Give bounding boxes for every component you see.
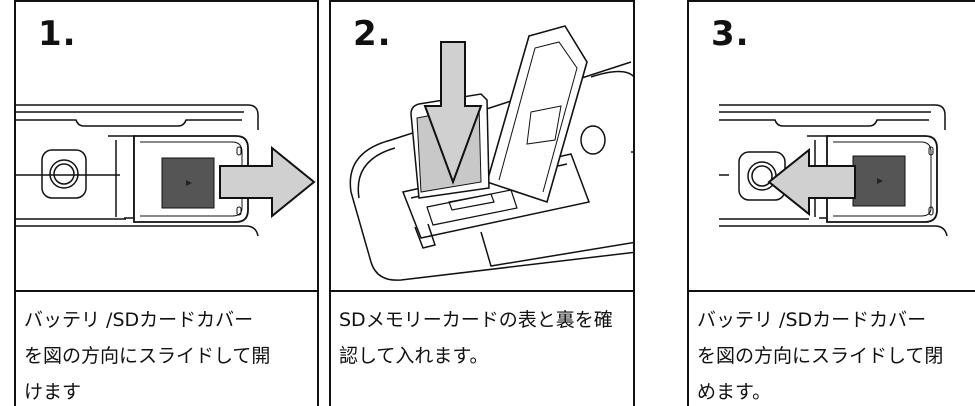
step-panel-3: 3. バッテリ /SDカードカバー を図の方向 [687,0,975,406]
panel-divider [16,290,317,292]
sd-insert-illustration [349,25,633,281]
step-panel-2: 2. [329,0,635,406]
shutter-button-drawing [41,149,87,199]
step-number: 3. [711,14,750,54]
step-caption: SDメモリーカードの表と裏を確 認して入れます。 [339,309,613,367]
arrow-left-icon [767,147,856,217]
cover-open-illustration [16,104,316,237]
battery-cover-drawing [826,135,938,223]
panel-divider [331,290,633,292]
step-caption: バッテリ /SDカードカバー を図の方向にスライドして開 けます [24,309,271,403]
arrow-right-icon [219,145,316,219]
card-slot-drawing [426,189,518,226]
battery-cover-drawing [133,135,249,223]
step-caption: バッテリ /SDカードカバー を図の方向にスライドして閉 めます。 [697,309,944,403]
cover-close-illustration [719,104,948,237]
camera-body-drawing [16,104,259,237]
panel-divider [689,290,975,292]
arrow-down-icon [423,41,483,185]
cover-lid-drawing [486,25,588,204]
step-panel-1: 1. [14,0,319,406]
step-number: 2. [353,14,392,54]
step-number: 1. [38,14,77,54]
